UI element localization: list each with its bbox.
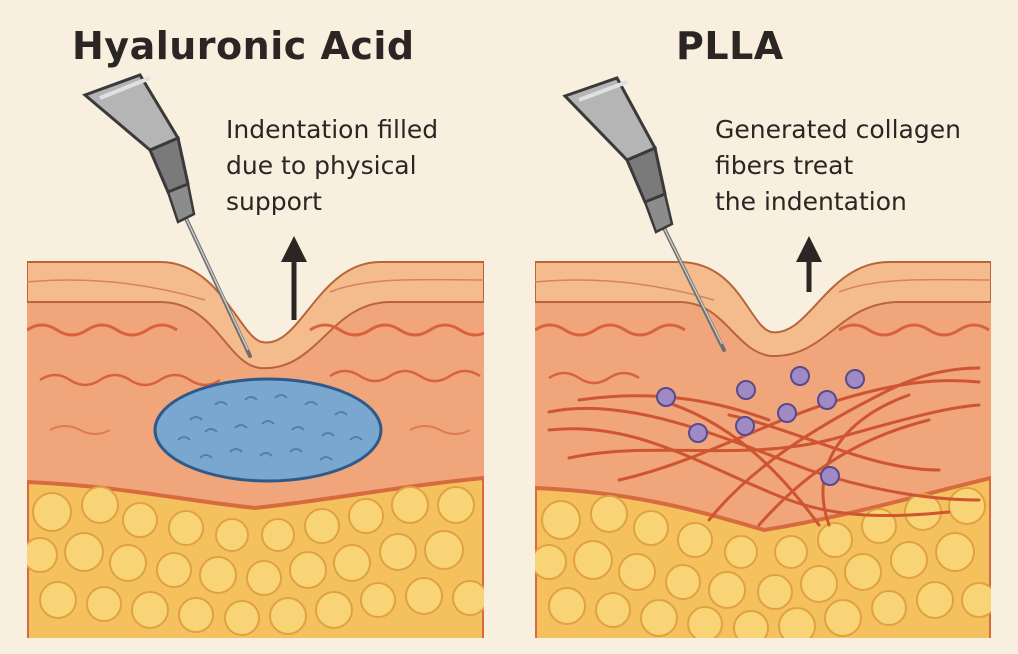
epidermis-layer [27, 261, 484, 370]
caption-line: the indentation [715, 187, 907, 216]
syringe-icon [562, 76, 726, 352]
caption-line: due to physical [226, 151, 417, 180]
hyaluronic-acid-diagram [27, 73, 484, 638]
dermis-fiber [329, 369, 481, 383]
dermis-fiber [39, 373, 221, 387]
caption-line: Generated collagen [715, 115, 961, 144]
title-plla: PLLA [676, 24, 784, 68]
dermis-fiber [27, 323, 178, 337]
title-hyaluronic-acid: Hyaluronic Acid [72, 24, 415, 68]
caption-line: support [226, 187, 322, 216]
up-arrow-icon [281, 236, 307, 320]
filler-deposit [153, 377, 383, 483]
dermis-fiber [535, 323, 686, 337]
up-arrow-icon [796, 236, 822, 292]
dermis-fiber [838, 323, 990, 337]
dermis-fiber [309, 323, 484, 337]
dermis-fiber [548, 371, 640, 385]
fat-cells [535, 487, 991, 638]
plla-diagram [535, 76, 991, 638]
plla-particles [656, 366, 865, 486]
caption-line: Indentation filled [226, 115, 439, 144]
caption-line: fibers treat [715, 151, 854, 180]
syringe-icon [82, 73, 252, 358]
caption-plla: Generated collagen fibers treat the inde… [715, 112, 961, 220]
collagen-fibers [547, 366, 981, 527]
caption-hyaluronic-acid: Indentation filled due to physical suppo… [226, 112, 438, 220]
fat-cells [27, 486, 484, 636]
